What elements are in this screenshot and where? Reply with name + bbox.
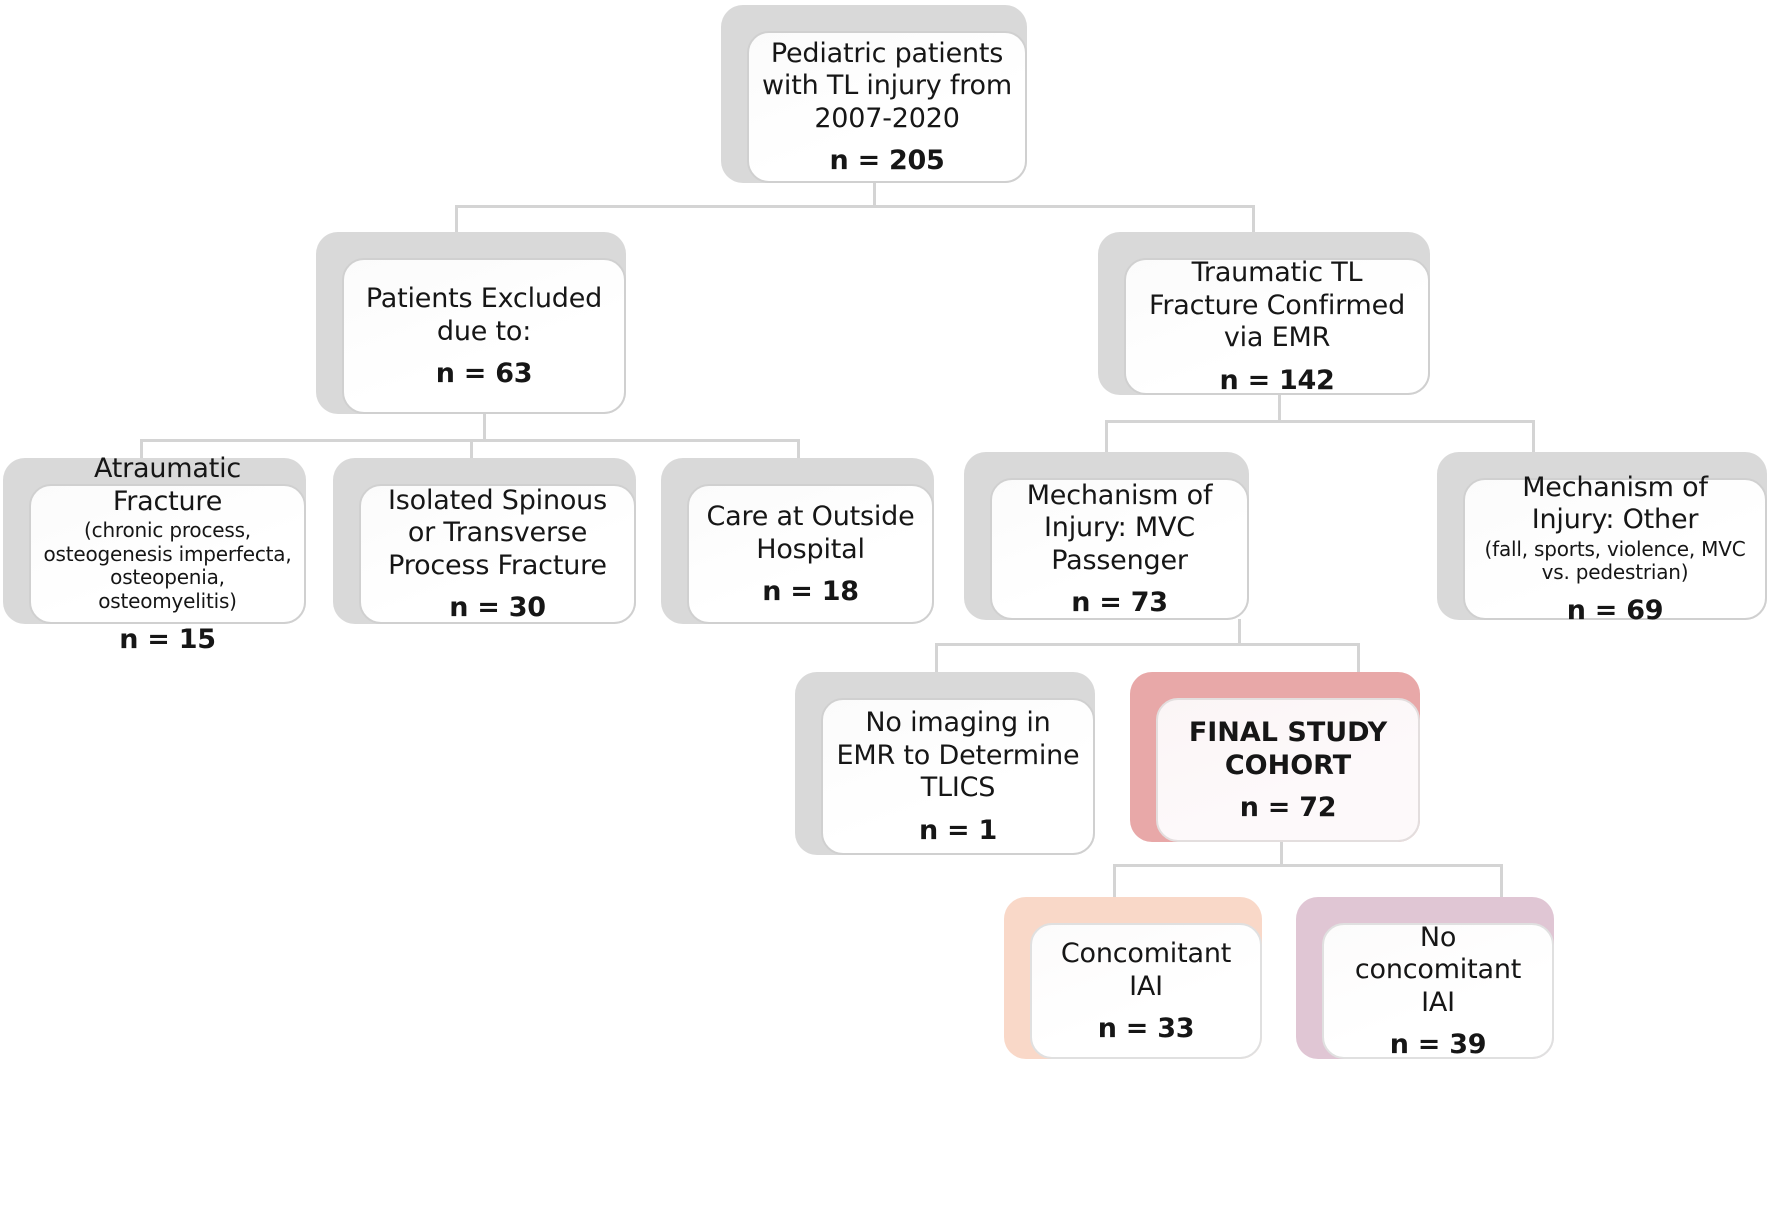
node-concomitant-iai[interactable]: Concomitant IAI n = 33	[1004, 897, 1262, 1059]
node-moi-mvc-count: n = 73	[1071, 587, 1168, 619]
connector-to-isolated	[470, 439, 473, 473]
node-isolated-spinous-count: n = 30	[449, 592, 546, 624]
connector-confirmed-down	[1278, 394, 1281, 422]
node-isolated-spinous-card: Isolated Spinous or Transverse Process F…	[359, 484, 636, 624]
connector-to-moi-other	[1532, 420, 1535, 456]
node-confirmed-card: Traumatic TL Fracture Confirmed via EMR …	[1124, 257, 1430, 396]
node-moi-mvc-card: Mechanism of Injury: MVC Passenger n = 7…	[990, 478, 1249, 620]
connector-to-no-imaging	[935, 643, 938, 675]
connector-final-bus	[1113, 864, 1503, 867]
node-outside-hospital-count: n = 18	[762, 575, 859, 607]
node-root-card: Pediatric patients with TL injury from 2…	[747, 31, 1027, 183]
node-root-count: n = 205	[829, 145, 945, 177]
connector-to-moi-mvc	[1105, 420, 1108, 456]
node-outside-hospital-title: Care at Outside Hospital	[706, 501, 915, 565]
node-moi-other-subtitle: (fall, sports, violence, MVC vs. pedestr…	[1484, 536, 1746, 585]
node-final-cohort[interactable]: FINAL STUDY COHORT n = 72	[1130, 672, 1420, 842]
node-confirmed-count: n = 142	[1219, 364, 1335, 396]
node-isolated-spinous-title: Isolated Spinous or Transverse Process F…	[388, 484, 607, 581]
connector-final-cohort-down	[1280, 840, 1283, 866]
node-no-imaging-count: n = 1	[919, 814, 997, 846]
node-outside-hospital[interactable]: Care at Outside Hospital n = 18	[661, 458, 934, 624]
node-outside-hospital-card: Care at Outside Hospital n = 18	[687, 484, 934, 624]
node-no-concomitant-iai[interactable]: No concomitant IAI n = 39	[1296, 897, 1554, 1061]
node-atraumatic-count: n = 15	[119, 623, 216, 655]
node-concomitant-iai-title: Concomitant IAI	[1060, 938, 1232, 1002]
node-root-title: Pediatric patients with TL injury from 2…	[762, 37, 1012, 134]
node-excluded[interactable]: Patients Excluded due to: n = 63	[316, 232, 626, 414]
connector-moi-mvc-bus	[935, 643, 1360, 646]
connector-to-final-cohort	[1357, 643, 1360, 675]
node-excluded-card: Patients Excluded due to: n = 63	[342, 258, 626, 414]
node-atraumatic-title: Atraumatic Fracture	[93, 453, 242, 517]
connector-level1-bus	[455, 205, 1255, 208]
connector-excluded-down	[483, 413, 486, 441]
node-excluded-title: Patients Excluded due to:	[365, 283, 603, 347]
node-concomitant-iai-count: n = 33	[1097, 1012, 1195, 1044]
connector-to-concomitant	[1113, 864, 1116, 900]
node-moi-other-title: Mechanism of Injury: Other	[1522, 472, 1708, 536]
connector-moi-mvc-down	[1238, 619, 1241, 645]
connector-to-excluded	[455, 205, 458, 238]
node-moi-mvc[interactable]: Mechanism of Injury: MVC Passenger n = 7…	[964, 452, 1249, 620]
node-no-imaging[interactable]: No imaging in EMR to Determine TLICS n =…	[795, 672, 1095, 855]
connector-confirmed-bus	[1105, 420, 1535, 423]
node-moi-other-card: Mechanism of Injury: Other (fall, sports…	[1463, 472, 1767, 626]
node-no-concomitant-iai-count: n = 39	[1389, 1029, 1487, 1061]
node-no-concomitant-iai-card: No concomitant IAI n = 39	[1322, 921, 1554, 1061]
node-excluded-count: n = 63	[435, 357, 533, 389]
node-atraumatic-subtitle: (chronic process, osteogenesis imperfect…	[43, 518, 292, 613]
connector-to-no-concomitant	[1500, 864, 1503, 900]
node-no-imaging-card: No imaging in EMR to Determine TLICS n =…	[821, 698, 1095, 855]
connector-root-down	[873, 181, 876, 207]
node-no-imaging-title: No imaging in EMR to Determine TLICS	[836, 707, 1080, 804]
connector-to-confirmed	[1252, 205, 1255, 238]
node-final-cohort-count: n = 72	[1239, 791, 1337, 823]
connector-to-outside	[797, 439, 800, 473]
node-moi-other[interactable]: Mechanism of Injury: Other (fall, sports…	[1437, 452, 1767, 626]
node-atraumatic-card: Atraumatic Fracture (chronic process, os…	[29, 453, 306, 655]
node-final-cohort-card: FINAL STUDY COHORT n = 72	[1156, 698, 1420, 842]
connector-to-atraumatic	[140, 439, 143, 473]
node-moi-other-count: n = 69	[1566, 594, 1664, 626]
node-confirmed[interactable]: Traumatic TL Fracture Confirmed via EMR …	[1098, 232, 1430, 396]
node-root[interactable]: Pediatric patients with TL injury from 2…	[721, 5, 1027, 183]
node-moi-mvc-title: Mechanism of Injury: MVC Passenger	[1026, 479, 1213, 576]
node-no-concomitant-iai-title: No concomitant IAI	[1354, 921, 1522, 1018]
node-concomitant-iai-card: Concomitant IAI n = 33	[1030, 923, 1262, 1059]
node-atraumatic[interactable]: Atraumatic Fracture (chronic process, os…	[3, 453, 306, 655]
node-isolated-spinous[interactable]: Isolated Spinous or Transverse Process F…	[333, 458, 636, 624]
node-confirmed-title: Traumatic TL Fracture Confirmed via EMR	[1148, 257, 1406, 354]
node-final-cohort-title: FINAL STUDY COHORT	[1188, 717, 1388, 781]
